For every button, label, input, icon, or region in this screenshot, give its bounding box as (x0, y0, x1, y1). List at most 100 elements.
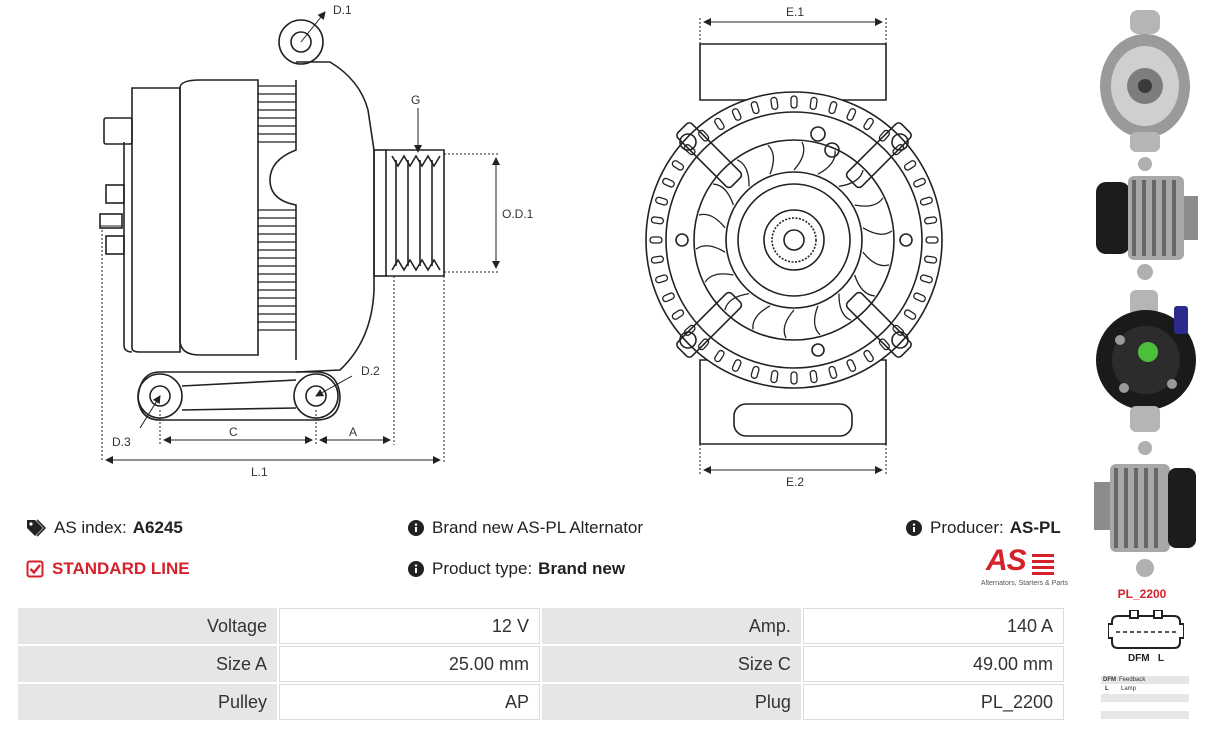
vent-slot (809, 369, 818, 384)
technical-drawing: D.1 G O.D.1 D.2 D.3 C A L.1 (99, 3, 943, 489)
logo-tagline: Alternators, Starters & Parts (980, 580, 1068, 587)
vent-slot (671, 160, 685, 171)
vent-slot (655, 274, 669, 284)
label-d1: D.1 (333, 3, 352, 17)
vent-slot (903, 160, 917, 171)
vent-slot (913, 177, 926, 188)
spec-value: 49.00 mm (802, 646, 1064, 682)
product-photo-3[interactable] (1090, 288, 1200, 436)
vent-slot (671, 309, 685, 320)
as-index-label: AS index: (54, 518, 127, 537)
label-a: A (349, 425, 357, 439)
plug-connector-icon (1108, 610, 1184, 649)
label-g: G (411, 93, 420, 107)
front-view (645, 43, 943, 445)
fan-blade (838, 169, 864, 188)
fan-blade (862, 251, 890, 267)
vent-slot (790, 95, 798, 109)
label-e1: E.1 (786, 5, 804, 19)
legend-desc: Feedback (1119, 677, 1146, 683)
vent-slot (731, 359, 742, 372)
vent-slot (683, 144, 696, 156)
logo-mark: AS (986, 544, 1027, 577)
fan-blade (817, 150, 836, 175)
producer-value: AS-PL (1009, 518, 1061, 537)
description-text: Brand new AS-PL Alternator (432, 518, 644, 537)
standard-line: STANDARD LINE (26, 559, 190, 579)
fan-blade (698, 213, 726, 229)
vent-slot (923, 255, 938, 264)
label-l1: L.1 (251, 465, 268, 479)
fan-blade (736, 159, 750, 187)
product-photo-1[interactable] (1090, 6, 1200, 156)
vent-slot (892, 324, 905, 336)
front-dimensions (699, 18, 887, 474)
vent-slot (698, 338, 710, 351)
fan-blade (695, 245, 726, 253)
vent-slot (923, 216, 938, 225)
fan-blade (854, 274, 875, 297)
plug-legend-empty (1101, 711, 1189, 719)
as-index: AS index: A6245 (26, 518, 183, 538)
standard-line-label: STANDARD LINE (52, 559, 190, 578)
fan-blade (724, 292, 750, 311)
product-type-value: Brand new (538, 559, 626, 578)
product-photo-2[interactable] (1090, 156, 1200, 284)
legend-code: L (1105, 686, 1109, 692)
vent-slot (863, 349, 874, 363)
legend-code: DFM (1103, 677, 1116, 683)
product-type-label: Product type: (432, 559, 533, 578)
legend-desc: Lamp (1121, 686, 1137, 692)
plug-pins: DFM L (1127, 653, 1165, 664)
vent-slot (846, 108, 857, 121)
vent-slot (919, 274, 933, 284)
table-row: Pulley AP Plug PL_2200 (18, 684, 1064, 720)
spec-key: Pulley (18, 684, 278, 720)
vent-slot (714, 117, 725, 131)
vent-slot (790, 371, 798, 385)
vent-slot (683, 324, 696, 336)
vent-slot (770, 369, 779, 384)
vent-slot (846, 359, 857, 372)
vent-slot (731, 108, 742, 121)
check-square-icon (26, 560, 44, 578)
vent-slot (809, 96, 818, 111)
vent-slot (828, 101, 838, 115)
fan-blade (854, 197, 884, 207)
description: Brand new AS-PL Alternator (408, 518, 643, 538)
vent-slot (662, 177, 675, 188)
product-type: Product type: Brand new (408, 559, 625, 579)
spec-value: 12 V (279, 608, 540, 644)
fan-blade (862, 227, 893, 235)
label-d3: D.3 (112, 435, 131, 449)
fan-blade (713, 183, 734, 206)
vent-slot (650, 216, 665, 225)
fan-blade (783, 309, 795, 339)
side-dimensions (101, 11, 500, 464)
vent-slot (714, 349, 725, 363)
info-circle-icon (408, 561, 424, 577)
product-photo-4[interactable] (1090, 440, 1200, 582)
logo-stripes-icon (1032, 554, 1054, 575)
fan-blade (813, 305, 821, 336)
producer-label: Producer: (930, 518, 1004, 537)
spec-key: Amp. (541, 608, 801, 644)
vent-slot (750, 101, 760, 115)
as-pl-logo: AS Alternators, Starters & Parts (960, 546, 1068, 592)
table-row: Size A 25.00 mm Size C 49.00 mm (18, 646, 1064, 682)
spec-key: Size C (541, 646, 801, 682)
vent-slot (863, 117, 874, 131)
vent-slot (662, 292, 675, 303)
vent-slot (649, 236, 663, 244)
info-circle-icon (906, 520, 922, 536)
fan-blade (793, 141, 805, 171)
spec-value: AP (279, 684, 540, 720)
vent-slot (913, 292, 926, 303)
plug-legend-empty (1101, 694, 1189, 702)
fan-blade (752, 305, 771, 330)
spec-value: PL_2200 (802, 684, 1064, 720)
spec-value: 25.00 mm (279, 646, 540, 682)
as-index-value: A6245 (132, 518, 183, 537)
vent-slot (828, 365, 838, 379)
